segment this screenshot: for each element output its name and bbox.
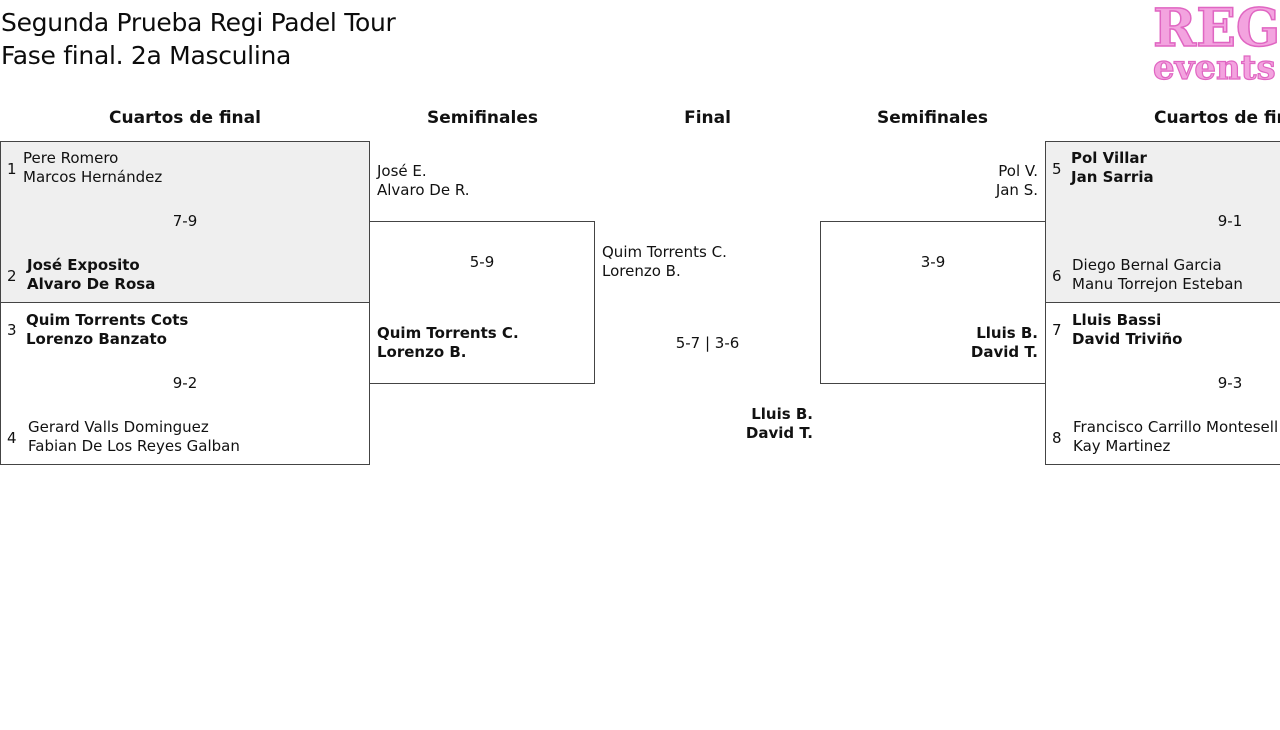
regi-events-logo: REGI events (1150, 0, 1280, 84)
final-score: 5-7 | 3-6 (675, 334, 740, 352)
match-score: 5-9 (469, 253, 495, 271)
team-left-qf-1-bottom-winner: José Exposito Alvaro De Rosa (27, 256, 155, 294)
team-right-qf-1-bottom: Diego Bernal Garcia Manu Torrejon Esteba… (1072, 256, 1243, 294)
seed-number: 8 (1052, 429, 1062, 447)
player-name: David T. (745, 424, 813, 442)
round-heading-left-semifinals: Semifinales (427, 108, 538, 128)
player-name: Manu Torrejon Esteban (1072, 275, 1243, 293)
player-name: Lluis B. (751, 405, 813, 423)
player-name: José E. (377, 162, 427, 180)
round-heading-left-quarterfinals: Cuartos de final (109, 108, 261, 128)
player-name: Jan Sarria (1071, 168, 1154, 186)
player-name: Quim Torrents C. (602, 243, 727, 261)
team-left-qf-1-top: Pere Romero Marcos Hernández (23, 149, 162, 187)
seed-number: 1 (7, 160, 17, 178)
round-heading-final: Final (684, 108, 731, 128)
player-name: Lluis B. (976, 324, 1038, 342)
match-right-qf-1 (1045, 141, 1280, 303)
team-right-sf-bottom-winner: Lluis B. David T. (820, 324, 1038, 362)
seed-number: 3 (7, 321, 17, 339)
seed-number: 4 (7, 429, 17, 447)
team-right-qf-1-top-winner: Pol Villar Jan Sarria (1071, 149, 1154, 187)
logo-word-events: events (1153, 48, 1276, 84)
player-name: Alvaro De R. (377, 181, 470, 199)
round-heading-right-semifinals: Semifinales (877, 108, 988, 128)
player-name: David Triviño (1072, 330, 1183, 348)
player-name: David T. (970, 343, 1038, 361)
player-name: Lorenzo Banzato (26, 330, 167, 348)
match-score: 3-9 (920, 253, 946, 271)
match-score: 9-2 (172, 374, 198, 392)
page-title: Segunda Prueba Regi Padel Tour (1, 8, 396, 37)
team-left-qf-2-bottom: Gerard Valls Dominguez Fabian De Los Rey… (28, 418, 240, 456)
player-name: Gerard Valls Dominguez (28, 418, 209, 436)
page-subtitle: Fase final. 2a Masculina (1, 41, 292, 70)
player-name: Diego Bernal Garcia (1072, 256, 1222, 274)
team-left-sf-bottom-winner: Quim Torrents C. Lorenzo B. (377, 324, 519, 362)
player-name: Fabian De Los Reyes Galban (28, 437, 240, 455)
match-score: 9-1 (1217, 212, 1243, 230)
player-name: Kay Martinez (1073, 437, 1171, 455)
player-name: Alvaro De Rosa (27, 275, 156, 293)
team-right-sf-top: Pol V. Jan S. (820, 162, 1038, 200)
player-name: Pere Romero (23, 149, 119, 167)
logo-word-regi: REGI (1153, 0, 1280, 59)
match-left-sf (369, 221, 595, 384)
player-name: Lorenzo B. (377, 343, 467, 361)
player-name: José Exposito (27, 256, 140, 274)
player-name: Lluis Bassi (1072, 311, 1162, 329)
player-name: Quim Torrents C. (377, 324, 519, 342)
player-name: Lorenzo B. (602, 262, 681, 280)
player-name: Quim Torrents Cots (26, 311, 189, 329)
team-right-qf-2-bottom: Francisco Carrillo Montesell Kay Martine… (1073, 418, 1278, 456)
seed-number: 7 (1052, 321, 1062, 339)
team-final-top: Quim Torrents C. Lorenzo B. (602, 243, 727, 281)
player-name: Pol V. (998, 162, 1038, 180)
round-heading-right-quarterfinals: Cuartos de final (1154, 108, 1280, 128)
team-left-qf-2-top-winner: Quim Torrents Cots Lorenzo Banzato (26, 311, 188, 349)
player-name: Jan S. (995, 181, 1038, 199)
player-name: Francisco Carrillo Montesell (1073, 418, 1279, 436)
match-score: 9-3 (1217, 374, 1243, 392)
team-right-qf-2-top-winner: Lluis Bassi David Triviño (1072, 311, 1182, 349)
seed-number: 6 (1052, 267, 1062, 285)
match-left-qf-1 (0, 141, 370, 303)
player-name: Pol Villar (1071, 149, 1147, 167)
team-final-bottom-champion: Lluis B. David T. (620, 405, 813, 443)
seed-number: 2 (7, 267, 17, 285)
match-right-qf-2 (1045, 302, 1280, 465)
seed-number: 5 (1052, 160, 1062, 178)
match-score: 7-9 (172, 212, 198, 230)
player-name: Marcos Hernández (23, 168, 163, 186)
team-left-sf-top: José E. Alvaro De R. (377, 162, 469, 200)
